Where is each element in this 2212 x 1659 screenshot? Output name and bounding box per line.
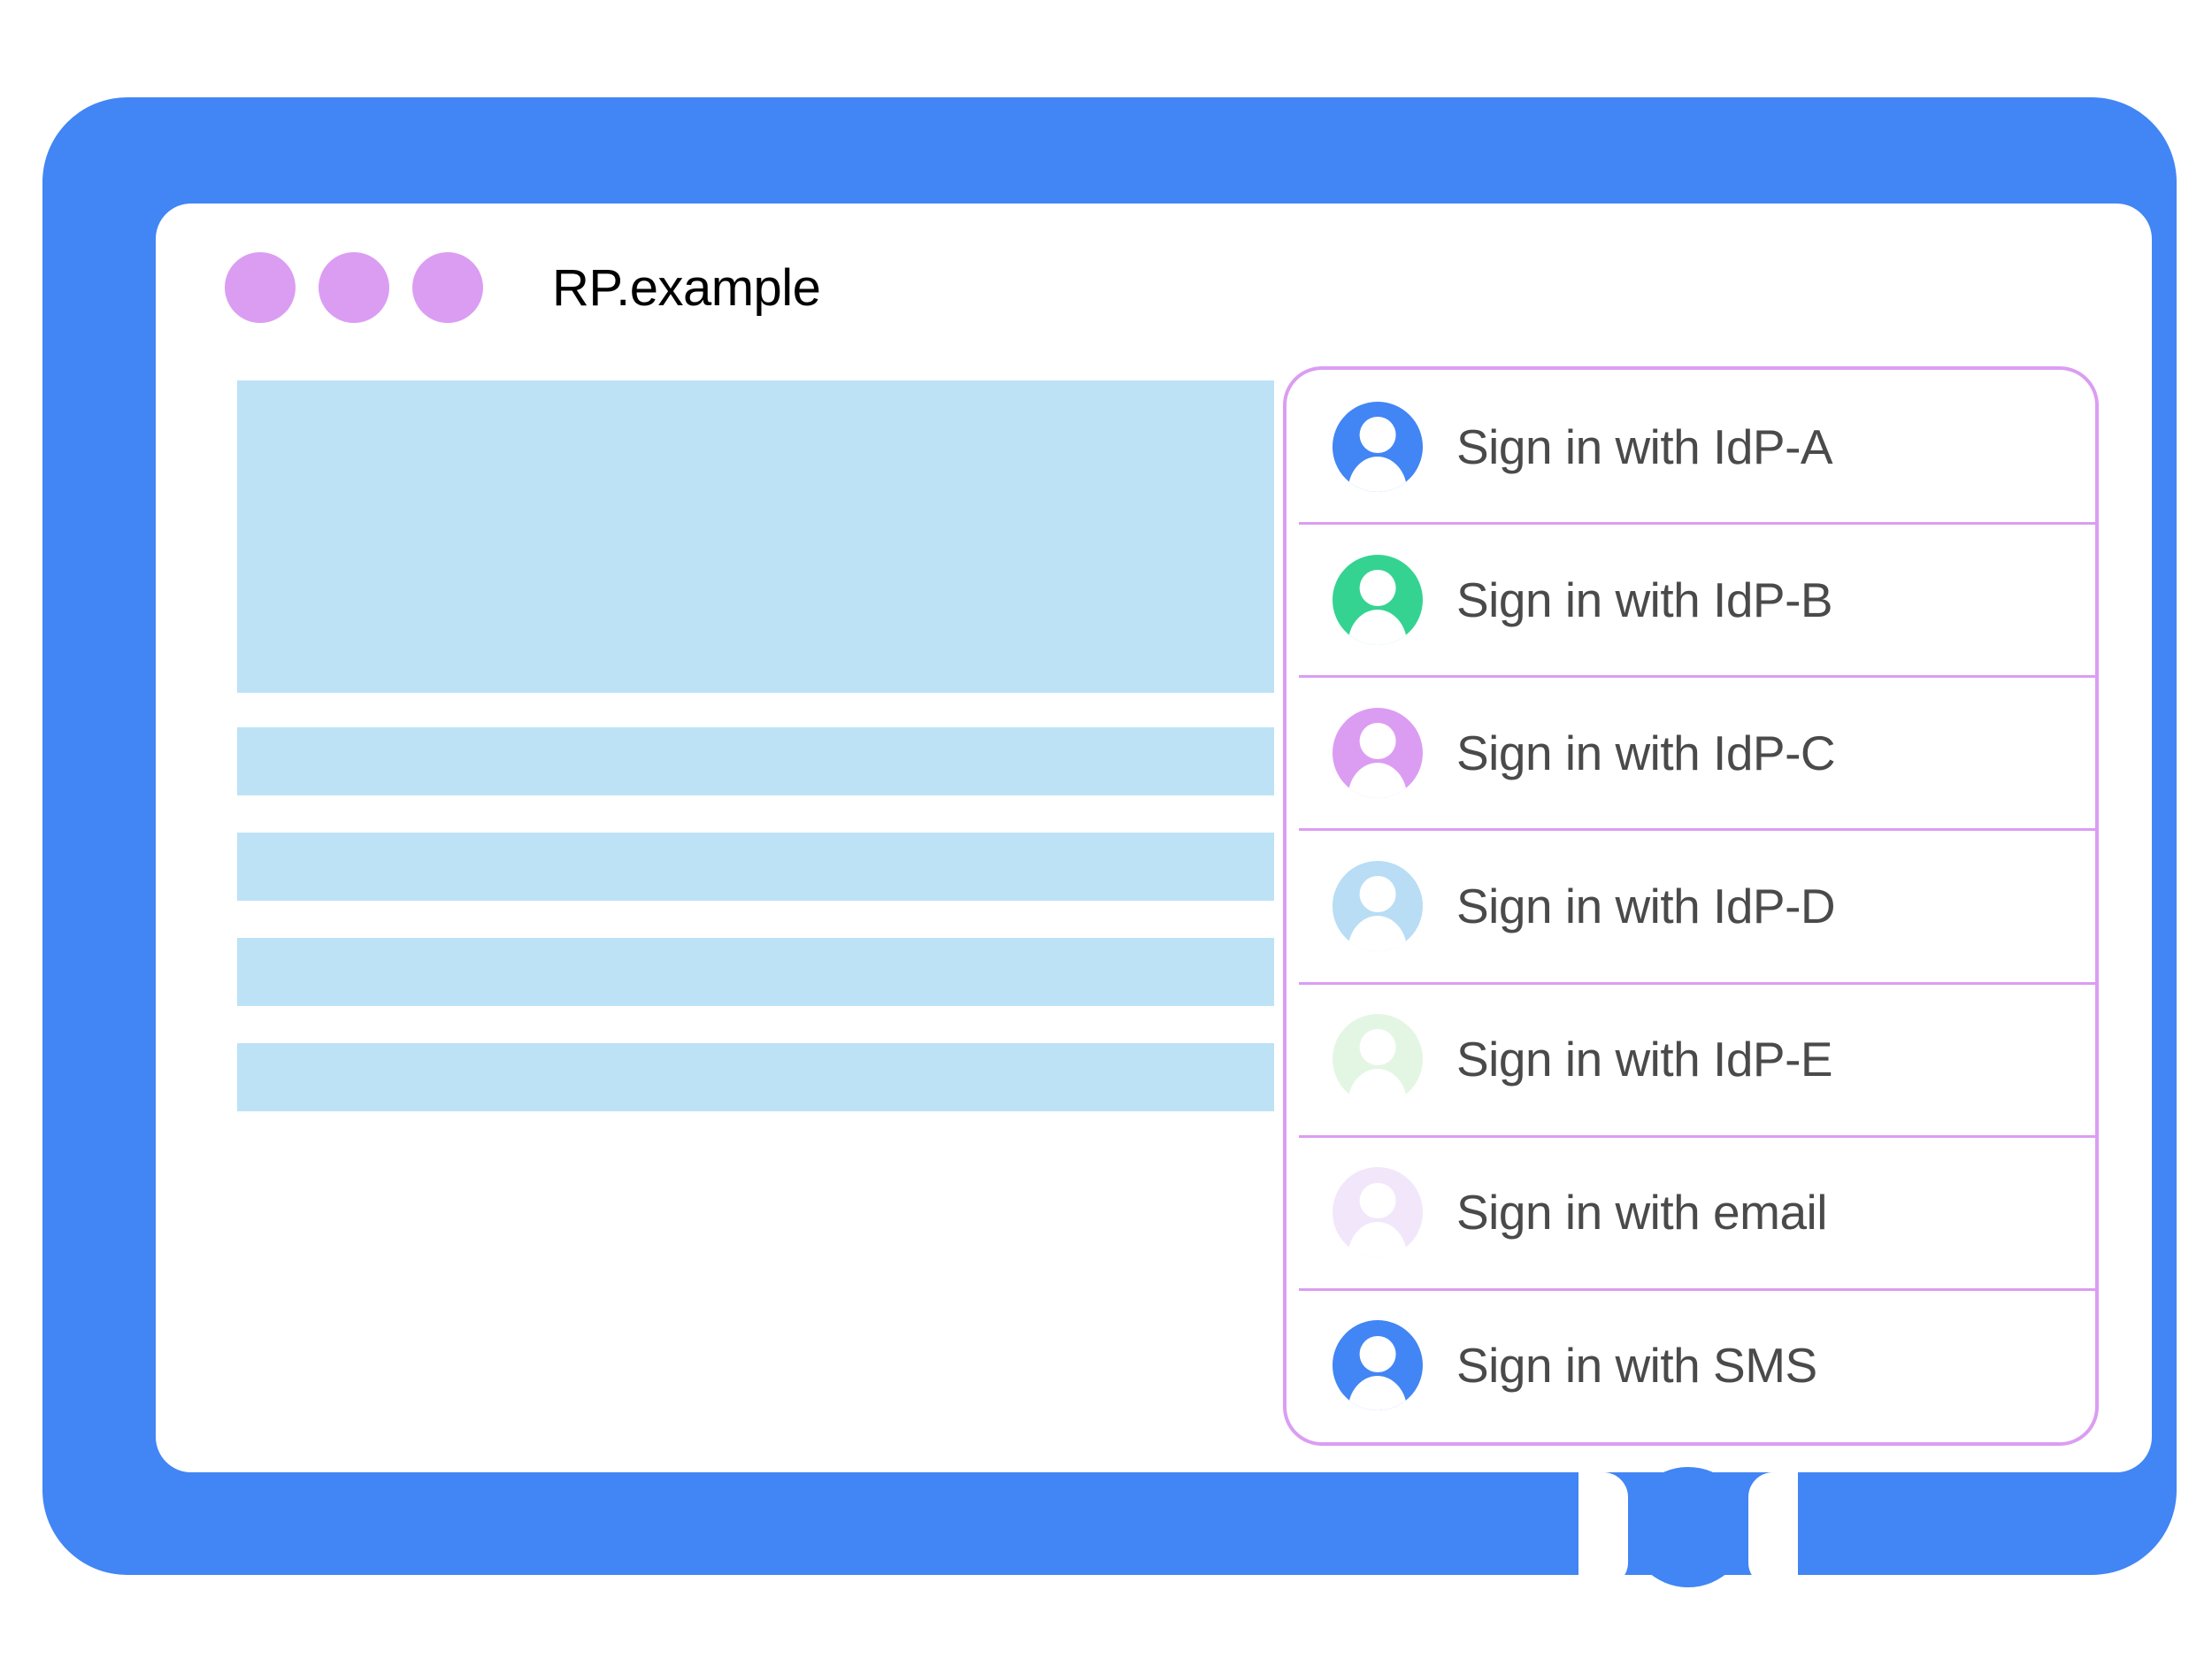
window-dot-maximize[interactable]	[412, 252, 483, 323]
signin-option-label: Sign in with IdP-D	[1456, 878, 1836, 933]
account-avatar-icon	[1333, 1320, 1423, 1411]
window-controls	[225, 252, 483, 323]
signin-option-idp-d[interactable]: Sign in with IdP-D	[1286, 828, 2099, 982]
frame-notch-left	[1578, 1472, 1628, 1587]
signin-option-idp-b[interactable]: Sign in with IdP-B	[1286, 522, 2099, 676]
frame-notch-right	[1748, 1472, 1798, 1587]
hero-placeholder	[237, 380, 1274, 693]
window-dot-close[interactable]	[225, 252, 296, 323]
text-bar-placeholder-3	[237, 938, 1274, 1006]
text-bar-placeholder-2	[237, 833, 1274, 901]
signin-option-label: Sign in with IdP-E	[1456, 1032, 1833, 1087]
browser-window: RP.example Sign in with IdP-A Sign i	[156, 204, 2152, 1472]
signin-option-email[interactable]: Sign in with email	[1286, 1134, 2099, 1289]
home-button[interactable]	[1628, 1467, 1748, 1587]
signin-option-idp-a[interactable]: Sign in with IdP-A	[1286, 370, 2095, 523]
text-bar-placeholder-4	[237, 1043, 1274, 1111]
page-content	[237, 380, 1274, 1148]
account-avatar-icon	[1333, 401, 1423, 492]
signin-option-label: Sign in with IdP-B	[1456, 572, 1833, 627]
signin-option-label: Sign in with IdP-A	[1456, 419, 1833, 474]
account-chooser-panel: Sign in with IdP-A Sign in with IdP-B Si…	[1283, 366, 2099, 1446]
account-avatar-icon	[1333, 554, 1423, 645]
window-title-bar: RP.example	[156, 204, 2152, 372]
account-avatar-icon	[1333, 1167, 1423, 1258]
page-title: RP.example	[552, 258, 821, 317]
account-avatar-icon	[1333, 707, 1423, 798]
text-bar-placeholder-1	[237, 727, 1274, 795]
signin-option-label: Sign in with email	[1456, 1185, 1827, 1240]
signin-option-idp-c[interactable]: Sign in with IdP-C	[1286, 675, 2099, 829]
signin-option-sms[interactable]: Sign in with SMS	[1286, 1287, 2099, 1442]
window-dot-minimize[interactable]	[319, 252, 389, 323]
account-avatar-icon	[1333, 860, 1423, 951]
device-frame: RP.example Sign in with IdP-A Sign i	[42, 97, 2177, 1587]
account-avatar-icon	[1333, 1014, 1423, 1105]
signin-option-idp-e[interactable]: Sign in with IdP-E	[1286, 981, 2099, 1136]
signin-option-label: Sign in with SMS	[1456, 1338, 1817, 1394]
signin-option-label: Sign in with IdP-C	[1456, 725, 1836, 780]
